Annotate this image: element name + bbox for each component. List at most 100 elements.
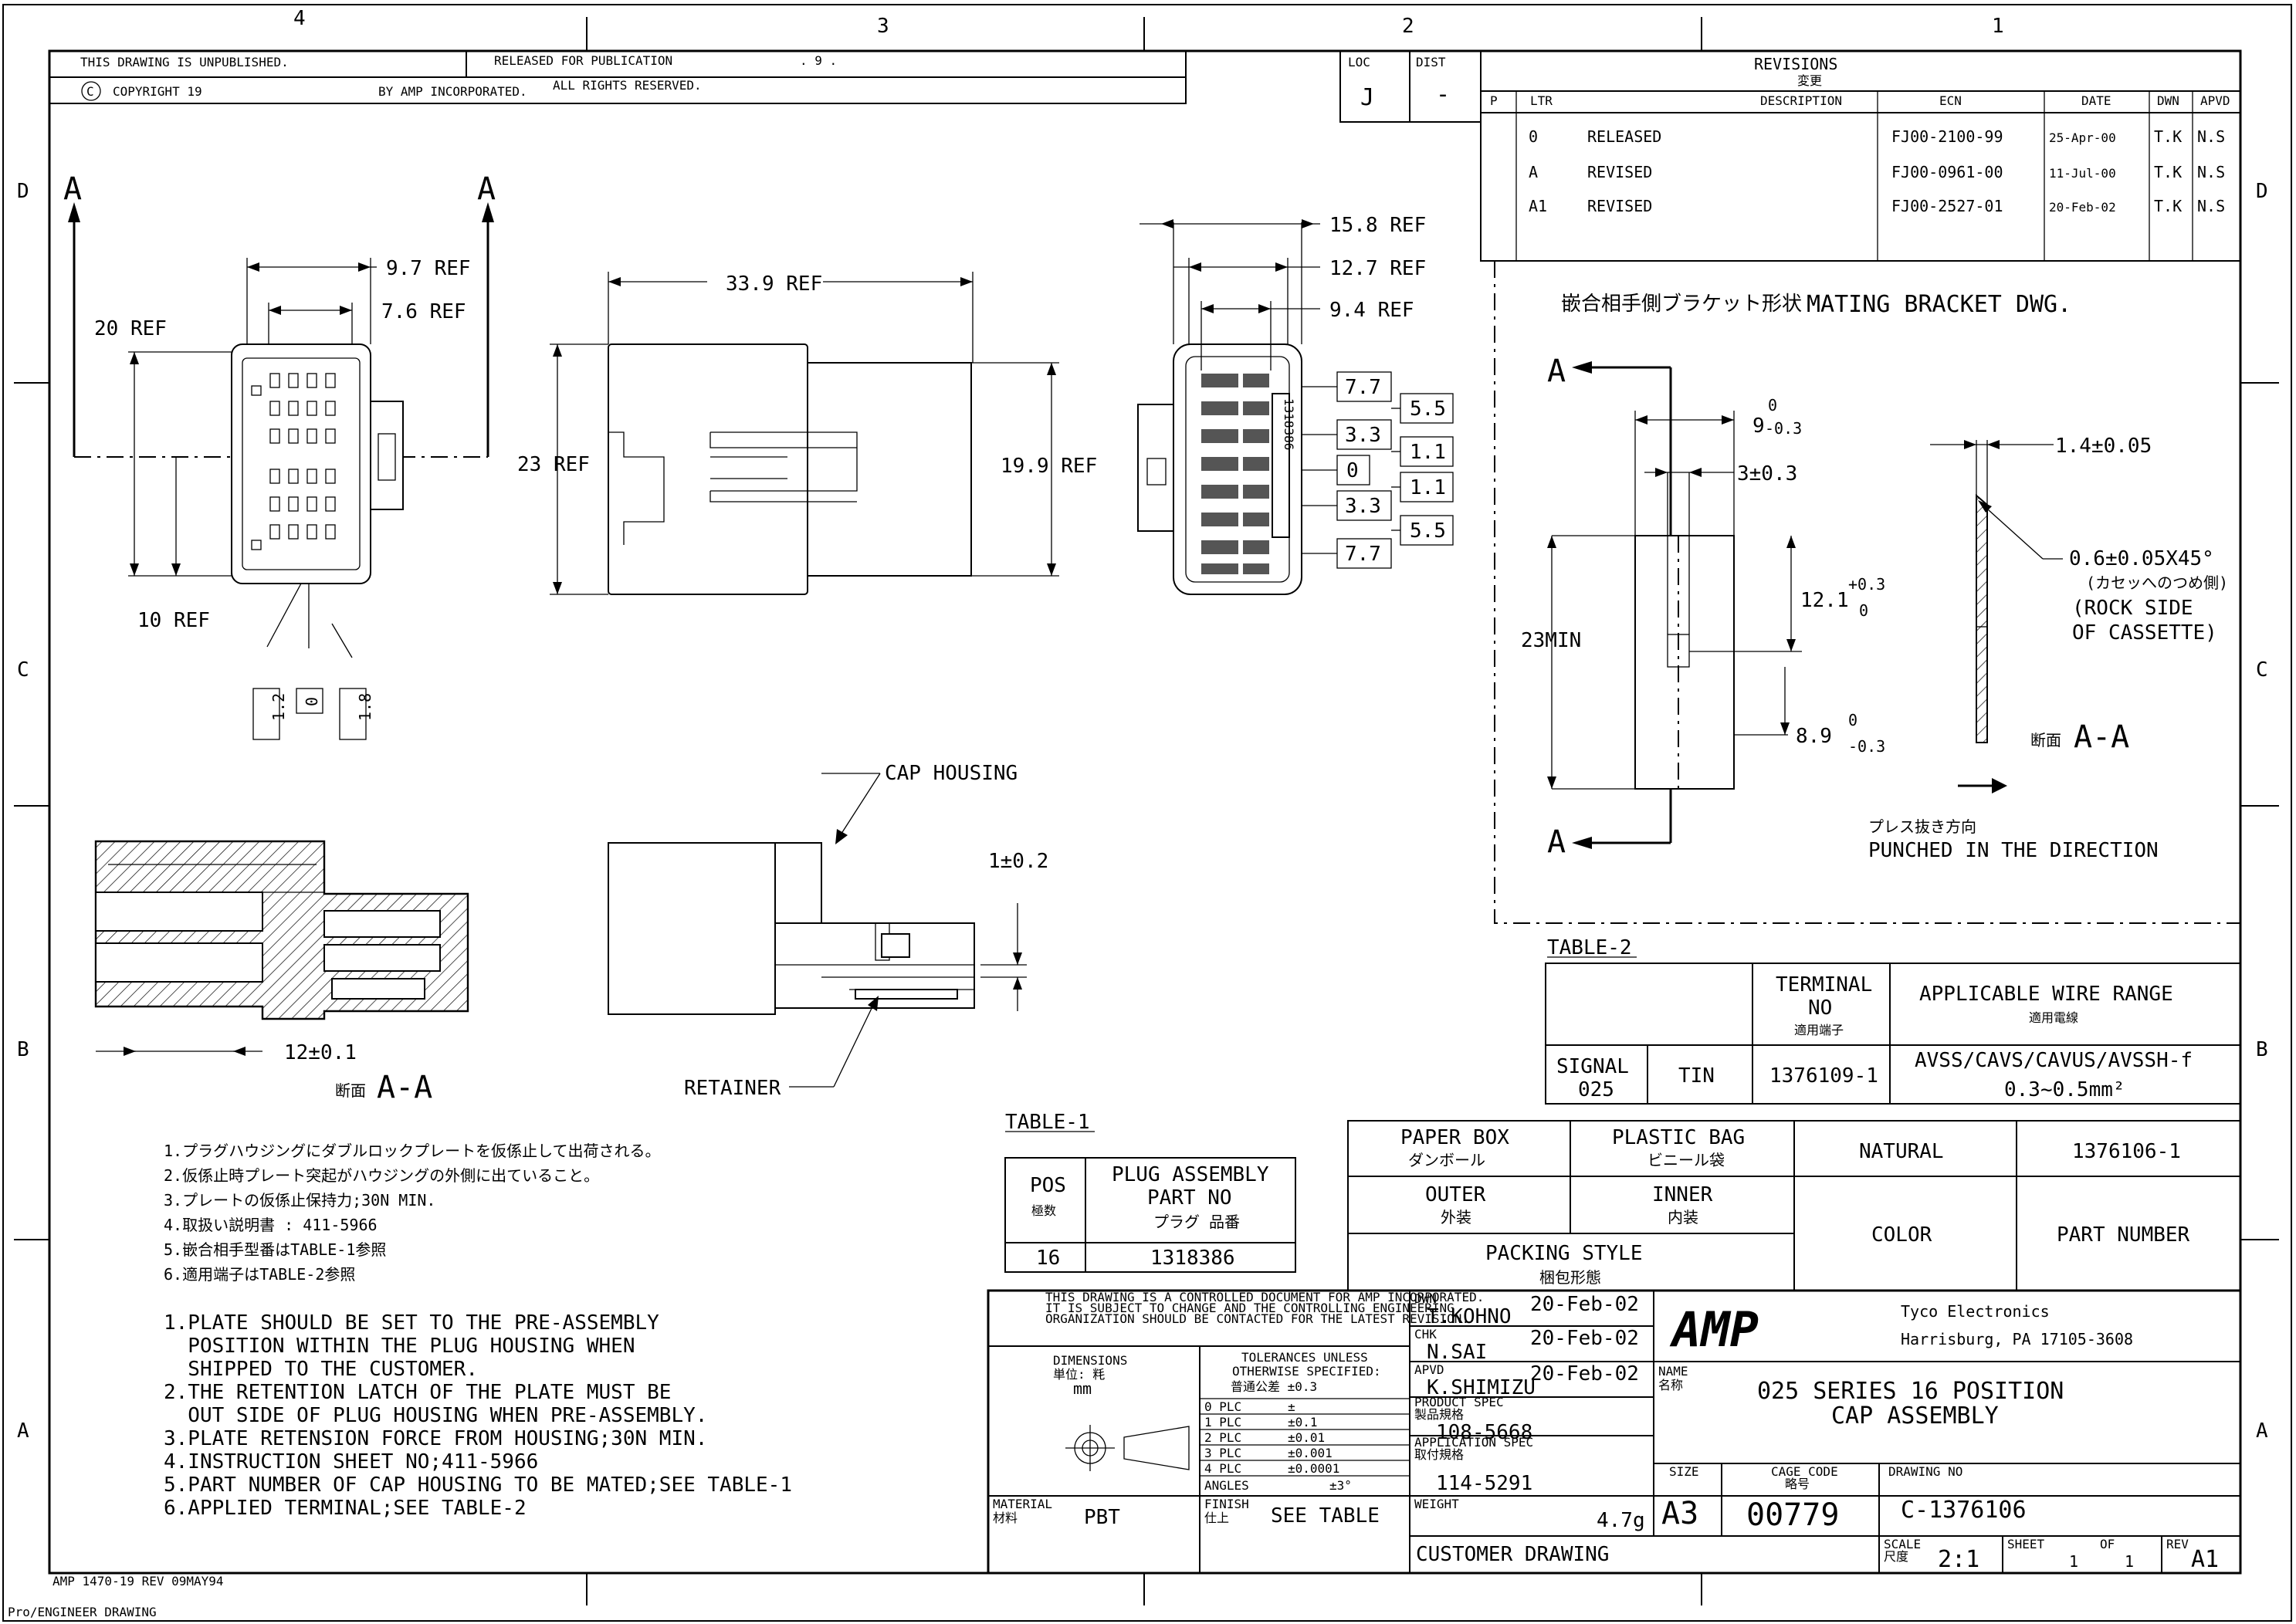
drawing-no-value: C-1376106 — [1901, 1497, 2027, 1524]
unit-mm: mm — [1073, 1379, 1092, 1398]
rev-head-ecn: ECN — [1939, 93, 1962, 108]
table-2-wire-types: AVSS/CAVS/CAVUS/AVSSH-f — [1915, 1049, 2193, 1072]
table-2-head-wire: APPLICABLE WIRE RANGE — [1919, 983, 2173, 1006]
cage-value: 00779 — [1746, 1497, 1839, 1533]
note-en-4: 4.INSTRUCTION SHEET NO;411-5966 — [164, 1450, 538, 1473]
zone-3-top: 3 — [877, 15, 889, 38]
tolerance-label: TOLERANCES UNLESS — [1241, 1350, 1368, 1365]
svg-text:RELEASED: RELEASED — [1587, 127, 1661, 146]
svg-text:FJ00-0961-00: FJ00-0961-00 — [1891, 163, 2003, 181]
scale-label: SCALE — [1884, 1537, 1921, 1551]
rev-head-date: DATE — [2081, 93, 2111, 108]
side-dim-length-ref: 33.9 REF — [726, 272, 822, 296]
front-callout-2: 0 — [303, 697, 321, 706]
svg-text:3 PLC: 3 PLC — [1204, 1446, 1241, 1460]
note-en-1: 1.PLATE SHOULD BE SET TO THE PRE-ASSEMBL… — [164, 1311, 659, 1335]
bracket-rock-side-2: OF CASSETTE) — [2072, 621, 2217, 645]
svg-text:0 PLC: 0 PLC — [1204, 1399, 1241, 1414]
name-label: NAME — [1658, 1364, 1688, 1379]
bracket-dim-3: 3±0.3 — [1737, 462, 1797, 486]
table-1: TABLE-1 POS 極数 PLUG ASSEMBLY PART NO プラグ… — [1004, 1111, 1296, 1273]
sheet-of-label: OF — [2100, 1537, 2115, 1551]
front-dim-height-ref: 20 REF — [94, 317, 167, 340]
zone-1-top: 1 — [1992, 15, 2004, 38]
bracket-thickness: 1.4±0.05 — [2055, 435, 2152, 458]
app-spec-label: APPLICATION SPEC — [1414, 1435, 1533, 1450]
app-spec-value: 114-5291 — [1436, 1472, 1532, 1495]
title-line-2: CAP ASSEMBLY — [1831, 1402, 1999, 1429]
name-jp: 名称 — [1658, 1378, 1683, 1392]
cap-tolerance: 1±0.2 — [988, 850, 1048, 873]
svg-text:±0.1: ±0.1 — [1288, 1415, 1318, 1429]
outer-border — [2, 4, 2292, 1622]
rear-dim-1-ref: 15.8 REF — [1329, 214, 1426, 237]
table-1-head-part: PART NO — [1147, 1186, 1232, 1210]
table-2-tin: TIN — [1678, 1064, 1715, 1088]
bracket-chamfer-jp: (カセッへのつめ側) — [2086, 573, 2228, 592]
company-name: Tyco Electronics — [1901, 1302, 2050, 1321]
svg-text:±0.0001: ±0.0001 — [1288, 1461, 1339, 1476]
drawing-no-label: DRAWING NO — [1888, 1464, 1962, 1479]
bracket-dim-8-9-lower: -0.3 — [1848, 737, 1885, 756]
bracket-dim-12-1-upper: +0.3 — [1848, 575, 1885, 594]
pack-style: PACKING STYLE — [1485, 1242, 1643, 1265]
svg-text:T.K: T.K — [2154, 197, 2182, 215]
rear-part-mark: 1318386 — [1282, 398, 1296, 450]
rev-head-apvd: APVD — [2200, 93, 2230, 108]
cap-housing-view: CAP HOUSING RETAINER 1±0.2 — [608, 762, 1048, 1100]
rear-dim-2-ref: 12.7 REF — [1329, 257, 1426, 280]
tolerance-rows: 0 PLC± 1 PLC±0.1 2 PLC±0.01 3 PLC±0.001 … — [1200, 1398, 1410, 1493]
svg-text:ANGLES: ANGLES — [1204, 1478, 1249, 1493]
weight-value: 4.7g — [1597, 1509, 1645, 1532]
front-callout-1: 1.2 — [269, 693, 288, 721]
chk-date: 20-Feb-02 — [1530, 1327, 1639, 1350]
dwn-label: DWN — [1414, 1291, 1437, 1306]
svg-text:3.3: 3.3 — [1345, 424, 1381, 447]
side-dim-body-ref: 19.9 REF — [1001, 455, 1097, 478]
size-value: A3 — [1661, 1496, 1698, 1531]
finish-value: SEE TABLE — [1271, 1504, 1380, 1528]
rev-head-desc: DESCRIPTION — [1760, 93, 1842, 108]
svg-text:11-Jul-00: 11-Jul-00 — [2049, 166, 2116, 181]
pack-paper-box-jp: ダンボール — [1408, 1151, 1485, 1169]
zone-d-left: D — [17, 180, 29, 203]
dwn-name: T.KOHNO — [1427, 1305, 1512, 1328]
svg-text:T.K: T.K — [2154, 163, 2182, 181]
table-1-head-pos: POS — [1030, 1174, 1066, 1197]
zone-a-left: A — [17, 1419, 29, 1443]
svg-text:2 PLC: 2 PLC — [1204, 1430, 1241, 1445]
svg-text:FJ00-2100-99: FJ00-2100-99 — [1891, 127, 2003, 146]
pack-part-number-value: 1376106-1 — [2072, 1140, 2181, 1163]
bracket-section-a-bottom: A — [1547, 824, 1566, 860]
section-mark-a-left: A — [63, 171, 82, 207]
packing-table: PAPER BOX ダンボール PLASTIC BAG ビニール袋 OUTER … — [1347, 1120, 2241, 1291]
finish-label: FINISH — [1204, 1497, 1249, 1511]
loc-label: LOC — [1348, 55, 1370, 69]
finish-jp: 仕上 — [1204, 1511, 1229, 1525]
section-dim: 12±0.1 — [284, 1041, 357, 1064]
rev-head-dwn: DWN — [2157, 93, 2179, 108]
pack-style-jp: 梱包形態 — [1539, 1268, 1601, 1287]
svg-text:N.S: N.S — [2197, 197, 2225, 215]
svg-text:N.S: N.S — [2197, 127, 2225, 146]
tolerance-label-2: OTHERWISE SPECIFIED: — [1232, 1364, 1381, 1379]
table-1-pos: 16 — [1036, 1247, 1060, 1270]
revisions-title: REVISIONS — [1754, 55, 1837, 73]
by-amp-text: BY AMP INCORPORATED. — [378, 84, 527, 99]
note-jp-1: 1.プラグハウジングにダブルロックプレートを仮係止して出荷される。 — [164, 1142, 660, 1160]
table-2-signal-025: 025 — [1578, 1078, 1614, 1101]
controlled-doc-1: THIS DRAWING IS A CONTROLLED DOCUMENT FO… — [1045, 1290, 1484, 1304]
svg-text:±0.001: ±0.001 — [1288, 1446, 1333, 1460]
punch-direction-jp: プレス抜き方向 — [1868, 817, 1976, 836]
zone-c-right: C — [2256, 658, 2268, 682]
customer-drawing: CUSTOMER DRAWING — [1416, 1543, 1609, 1566]
scale-value: 2:1 — [1938, 1546, 1979, 1573]
loc-value: J — [1360, 84, 1374, 111]
dist-value: - — [1436, 81, 1450, 108]
product-spec-value: 108-5668 — [1436, 1421, 1532, 1444]
sheet-value: 1 — [2069, 1552, 2078, 1571]
svg-text:C: C — [86, 84, 94, 99]
bracket-dim-12-1-lower: 0 — [1859, 601, 1868, 620]
svg-text:A1: A1 — [1529, 197, 1547, 215]
